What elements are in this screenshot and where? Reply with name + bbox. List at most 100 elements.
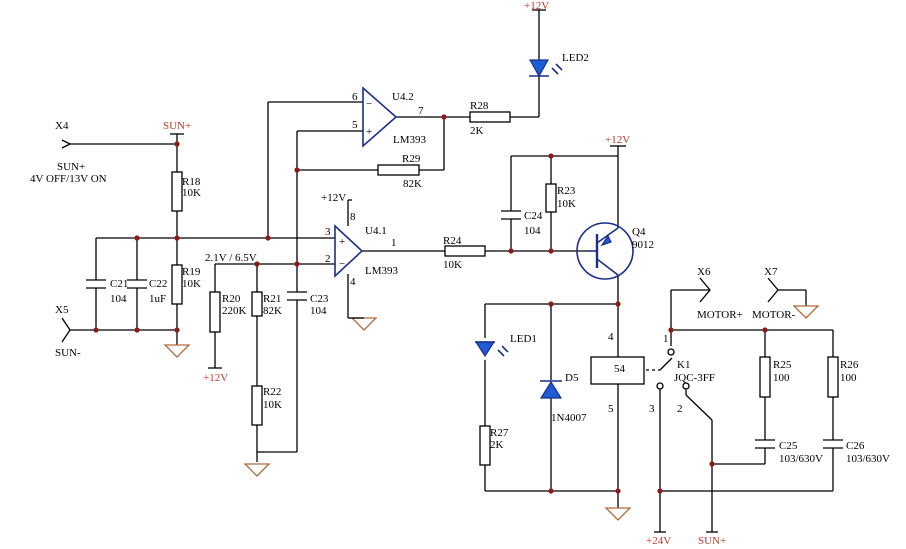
label-r29-value: 82K: [403, 178, 422, 190]
label-u41-value: LM393: [365, 265, 399, 277]
label-led1: LED1: [510, 333, 537, 345]
opamp-u42: [362, 86, 398, 148]
label-sun-minus: SUN-: [55, 347, 81, 359]
label-r28-ref: R28: [470, 100, 489, 112]
label-v12-q4: +12V: [605, 134, 630, 146]
label-r19-ref: R19: [182, 266, 201, 278]
r27-body: [479, 425, 491, 466]
label-r18-ref: R18: [182, 176, 201, 188]
label-c23-value: 104: [310, 305, 327, 317]
label-u42-ref: U4.2: [392, 91, 414, 103]
pin-u41-8: 8: [350, 211, 356, 223]
pin-u41-2: 2: [325, 253, 331, 265]
label-r24-ref: R24: [443, 235, 462, 247]
label-sun-threshold: 4V OFF/13V ON: [30, 173, 107, 185]
label-c22-value: 1uF: [149, 293, 166, 305]
transistor-q4: [576, 222, 634, 280]
label-sun-plus-bottom: SUN+: [698, 535, 726, 547]
pin-u42-7: 7: [418, 105, 424, 117]
label-r21-value: 82K: [263, 305, 282, 317]
label-r22-value: 10K: [263, 399, 282, 411]
label-q4-ref: Q4: [632, 226, 646, 238]
label-c26-value: 103/630V: [846, 453, 890, 465]
label-led2: LED2: [562, 52, 589, 64]
pin-k1-2: 2: [677, 403, 683, 415]
label-x6: X6: [697, 266, 711, 278]
pin-u41-plus: +: [339, 236, 345, 248]
label-k1-coil: 54: [614, 363, 626, 375]
label-r21-ref: R21: [263, 293, 281, 305]
r22-body: [251, 385, 263, 426]
labels: X4 SUN+ 4V OFF/13V ON X5 SUN- SUN+ R18 1…: [30, 0, 890, 547]
pin-u42-5: 5: [352, 119, 358, 131]
r29-body: [377, 164, 420, 176]
led1-symbol: [474, 341, 509, 358]
label-c26-ref: C26: [846, 440, 865, 452]
label-c23-ref: C23: [310, 293, 329, 305]
label-v24: +24V: [646, 535, 671, 547]
label-motor-plus: MOTOR+: [697, 309, 743, 321]
label-x5: X5: [55, 304, 69, 316]
pin-u41-1: 1: [391, 237, 397, 249]
resistors: [171, 111, 839, 466]
label-r20-ref: R20: [222, 293, 241, 305]
label-d5-value: 1N4007: [551, 412, 587, 424]
label-k1-ref: K1: [677, 359, 690, 371]
r24-body: [444, 245, 486, 257]
label-sun-plus-top: SUN+: [163, 120, 191, 132]
label-c22-ref: C22: [149, 278, 167, 290]
r28-body: [469, 111, 511, 123]
label-c21-value: 104: [110, 293, 127, 305]
label-r18-value: 10K: [182, 187, 201, 199]
pin-u42-6: 6: [352, 91, 358, 103]
label-d5-ref: D5: [565, 372, 579, 384]
label-r27-value: 2K: [490, 439, 504, 451]
diode-d5: [539, 380, 563, 399]
pin-u42-minus: −: [366, 98, 372, 110]
label-c21-ref: C21: [110, 278, 128, 290]
pin-k1-3: 3: [649, 403, 655, 415]
label-r23-ref: R23: [557, 185, 576, 197]
label-x4: X4: [55, 120, 69, 132]
ground-symbols: [163, 305, 820, 521]
label-motor-minus: MOTOR-: [752, 309, 796, 321]
r25-body: [759, 356, 771, 398]
wires: [61, 9, 834, 533]
pin-u41-4: 4: [350, 276, 356, 288]
pin-u42-plus: +: [366, 126, 372, 138]
pin-k1-1: 1: [663, 333, 669, 345]
label-sun-plus-input: SUN+: [57, 161, 85, 173]
label-r19-value: 10K: [182, 278, 201, 290]
label-v12-u41: +12V: [321, 192, 346, 204]
r21-body: [251, 291, 263, 317]
label-r24-value: 10K: [443, 259, 462, 271]
label-c24-ref: C24: [524, 210, 543, 222]
r18-body: [171, 171, 183, 212]
label-r26-ref: R26: [840, 359, 859, 371]
label-k1-value: JQC-3FF: [674, 372, 715, 384]
pin-k1-4: 4: [608, 331, 614, 343]
label-r28-value: 2K: [470, 125, 484, 137]
label-r26-value: 100: [840, 372, 857, 384]
label-v12-top: +12V: [524, 0, 549, 12]
label-voltage-note: 2.1V / 6.5V: [205, 252, 257, 264]
label-c25-value: 103/630V: [779, 453, 823, 465]
pin-u41-minus: −: [339, 258, 345, 270]
led2-symbol: [528, 59, 563, 78]
label-u42-value: LM393: [393, 134, 427, 146]
label-r25-value: 100: [773, 372, 790, 384]
label-r20-value: 220K: [222, 305, 247, 317]
label-r27-ref: R27: [490, 427, 509, 439]
r23-body: [545, 183, 557, 213]
label-c25-ref: C25: [779, 440, 798, 452]
junction-dots: [93, 114, 768, 494]
opamp-u41: [334, 224, 364, 278]
label-c24-value: 104: [524, 225, 541, 237]
pin-k1-5: 5: [608, 403, 614, 415]
relay-k1: [590, 348, 690, 390]
label-v12-r20: +12V: [203, 372, 228, 384]
r26-body: [827, 356, 839, 398]
label-x7: X7: [764, 266, 778, 278]
r20-body: [209, 291, 221, 333]
